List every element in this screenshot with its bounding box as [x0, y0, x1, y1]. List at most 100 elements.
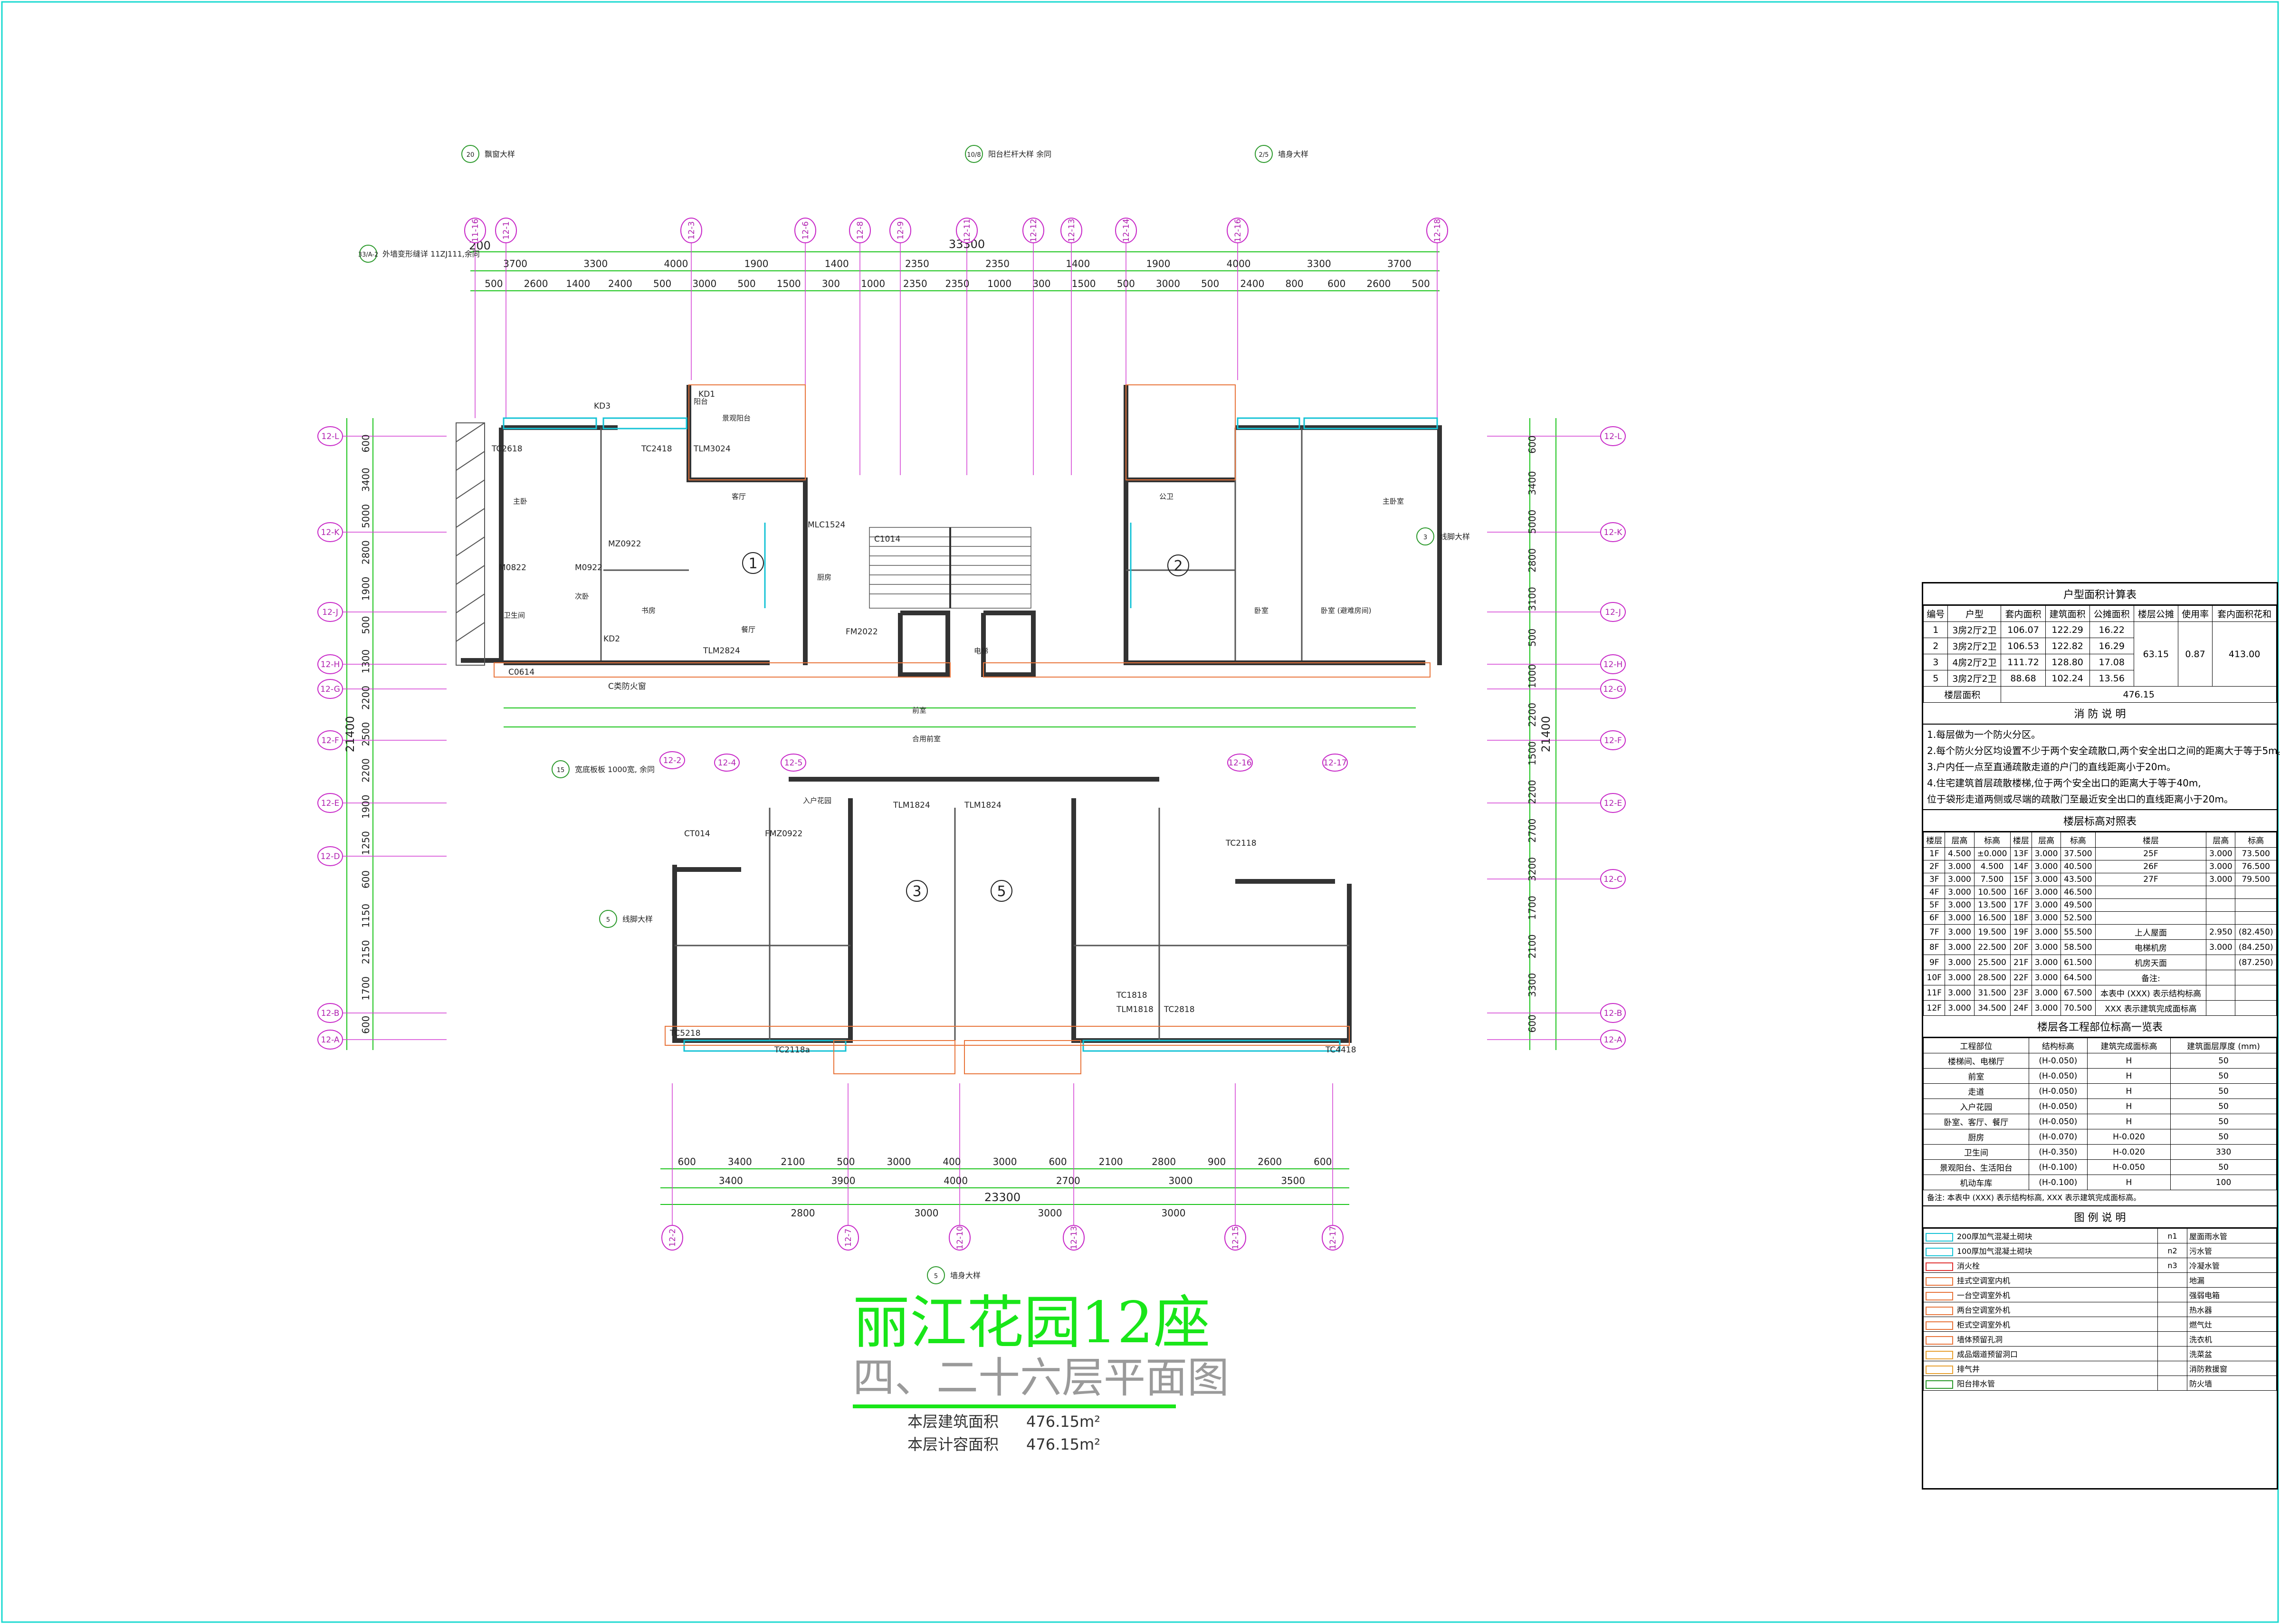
table-cell: 106.07 — [2001, 621, 2046, 638]
axis-label: 12-4 — [718, 758, 736, 768]
symbol-swatch-icon — [1926, 1306, 1953, 1315]
table-cell: 10.500 — [1974, 886, 2011, 899]
callout-ref: 5 — [606, 917, 610, 924]
table-cell: 3.000 — [2032, 847, 2061, 860]
axis-bubble — [889, 218, 911, 243]
table-cell: (H-0.050) — [2028, 1068, 2088, 1084]
axis-bubble — [317, 602, 343, 622]
table-cell: 洗菜盆 — [2187, 1346, 2277, 1361]
table-cell: H-0.050 — [2087, 1159, 2171, 1175]
top-dimension: 500 — [1412, 278, 1430, 289]
bottom-dimension: 3400 — [728, 1156, 752, 1167]
table-cell — [2206, 955, 2236, 970]
left-dimension: 1250 — [360, 831, 372, 855]
left-dimension: 600 — [360, 1016, 372, 1034]
top-dimension: 3000 — [692, 278, 716, 289]
table-cell: (H-0.050) — [2028, 1083, 2088, 1099]
right-dimension: 3200 — [1526, 857, 1538, 881]
table-cell: 50 — [2170, 1129, 2277, 1145]
grid-lines — [328, 223, 1606, 1235]
table-cell: 8F — [1923, 939, 1946, 955]
table-cell: 0.87 — [2177, 621, 2213, 687]
table-cell: 58.500 — [2061, 939, 2096, 955]
opening-code: C1014 — [874, 535, 900, 544]
room-label: 卫生间 — [504, 611, 525, 620]
room-label: 餐厅 — [741, 625, 755, 634]
table-cell: 24F — [2010, 1000, 2032, 1016]
left-dimension: 600 — [360, 434, 372, 452]
bottom-dimension: 3000 — [1038, 1207, 1062, 1219]
top-dimension: 3300 — [1307, 258, 1331, 269]
axis-bubble — [1600, 426, 1626, 446]
table-cell: 17F — [2010, 898, 2032, 912]
top-dimension: 1400 — [566, 278, 590, 289]
top-dimension: 4000 — [664, 258, 688, 269]
axis-label: 12-17 — [1323, 758, 1346, 768]
top-dimension: 1000 — [861, 278, 885, 289]
axis-bubble — [1224, 1225, 1246, 1251]
axis-bubble — [1322, 1225, 1344, 1251]
axis-bubble — [317, 426, 343, 446]
table-cell — [2235, 985, 2277, 1001]
table-cell: 3.000 — [2032, 911, 2061, 925]
table-cell: 4.500 — [1945, 847, 1975, 860]
unit-1-marker — [742, 552, 764, 574]
bottom-dimension: 600 — [1049, 1156, 1067, 1167]
axis-label: 12-J — [1605, 608, 1621, 617]
right-dimension: 2100 — [1526, 934, 1538, 958]
axis-bubble — [849, 218, 871, 243]
room-label: 卧室 — [1254, 606, 1269, 615]
table-cell — [2235, 898, 2277, 912]
table-cell: 3.000 — [1945, 985, 1975, 1001]
table-cell: 79.500 — [2235, 873, 2277, 886]
table-cell: 户型 — [1947, 605, 2002, 622]
top-dimension: 4000 — [1227, 258, 1251, 269]
top-dimension: 1900 — [1146, 258, 1170, 269]
room-label: 入户花园 — [803, 796, 831, 805]
table-row: 墙体预留孔洞洗衣机 — [1923, 1331, 2277, 1347]
table-cell: H — [2087, 1083, 2171, 1099]
axis-bubble — [837, 1225, 859, 1251]
table-cell: 25F — [2095, 847, 2207, 860]
bottom-dimension: 2800 — [791, 1207, 815, 1219]
table-cell: XXX 表示建筑完成面标高 — [2095, 1000, 2207, 1016]
table-cell — [2095, 911, 2207, 925]
callout-text: 线脚大样 — [1440, 532, 1470, 541]
axis-label: 12-7 — [844, 1229, 853, 1247]
axis-bubble — [794, 218, 816, 243]
drawing-subtitle: 四、二十六层平面图 — [853, 1354, 1229, 1408]
table-cell: 16.29 — [2089, 638, 2134, 654]
thin-walls — [600, 428, 1349, 1041]
axis-label: 12-11 — [963, 219, 972, 242]
opening-code: TC2618 — [491, 444, 523, 454]
bottom-dimension: 3500 — [1281, 1175, 1305, 1186]
room-label: 客厅 — [732, 492, 746, 501]
table-cell: 11F — [1923, 985, 1946, 1001]
left-dimension: 1900 — [360, 794, 372, 819]
symbol-cell: 排气井 — [1923, 1361, 2158, 1376]
overall-left-dimension: 21400 — [343, 716, 357, 752]
table-cell: 49.500 — [2061, 898, 2096, 912]
table-cell — [2235, 886, 2277, 899]
table-cell: 1 — [1923, 621, 1948, 638]
table-cell: 建筑面层厚度 (mm) — [2170, 1038, 2277, 1053]
axis-label: 12-14 — [1122, 219, 1131, 242]
area-value: 476.15m² — [1026, 1435, 1100, 1453]
axis-label: 12-10 — [955, 1226, 965, 1249]
axis-bubble — [949, 1225, 971, 1251]
bottom-dimension: 600 — [678, 1156, 696, 1167]
table-cell: 3.000 — [1945, 1000, 1975, 1016]
table-cell: 编号 — [1923, 605, 1948, 622]
table-cell — [2157, 1361, 2188, 1376]
bottom-dimension: 3000 — [887, 1156, 911, 1167]
left-dimension: 1300 — [360, 650, 372, 674]
table-cell: (84.250) — [2235, 939, 2277, 955]
